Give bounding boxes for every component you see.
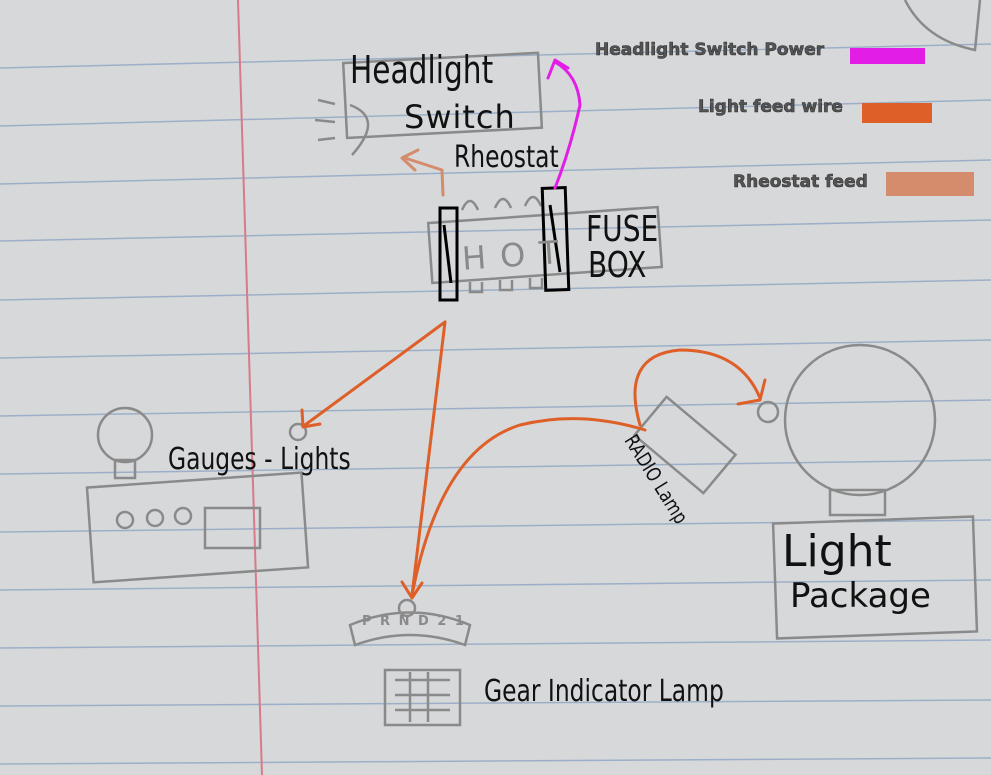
legend-swatch-light-feed-wire bbox=[862, 103, 932, 123]
pencil-sketch bbox=[85, 0, 982, 727]
legend-label-headlight-switch-power: Headlight Switch Power bbox=[595, 40, 825, 61]
fuse-label: FUSE bbox=[586, 209, 659, 250]
legend-label-rheostat-feed: Rheostat feed bbox=[733, 172, 868, 193]
headlight-switch-power-arrow bbox=[546, 58, 570, 80]
gear-selector-sketch-text: P R N D 2 1 bbox=[362, 614, 466, 629]
legend-label-light-feed-wire: Light feed wire bbox=[698, 97, 844, 118]
gauges-arrow bbox=[300, 408, 322, 429]
light-label: Light bbox=[782, 526, 892, 577]
package-label: Package bbox=[790, 576, 931, 616]
legend-swatch-headlight-switch-power bbox=[850, 48, 925, 64]
gear-arrow bbox=[400, 580, 424, 600]
rheostat-feed-arrow bbox=[400, 148, 420, 172]
wires bbox=[300, 58, 767, 600]
package-arrow bbox=[736, 378, 767, 406]
light-feed-wire-gear bbox=[410, 320, 447, 597]
legend-swatch-rheostat-feed bbox=[886, 172, 974, 196]
rheostat-feed-wire bbox=[403, 156, 445, 197]
rheostat-fuse-icon bbox=[438, 206, 459, 302]
light-feed-wire-radio bbox=[410, 417, 647, 597]
margin-line bbox=[237, 0, 263, 775]
headlight-switch-power-wire bbox=[553, 60, 582, 190]
light-feed-wire-gauges bbox=[303, 320, 447, 427]
box-label: BOX bbox=[588, 245, 647, 286]
switch-label: Switch bbox=[404, 98, 516, 136]
rheostat-label: Rheostat bbox=[454, 140, 559, 175]
fuse-box-hot-sketch-text: HOT bbox=[460, 232, 574, 278]
light-feed-wire-package bbox=[633, 348, 762, 427]
headlight-label: Headlight bbox=[350, 48, 494, 92]
gear-indicator-label: Gear Indicator Lamp bbox=[484, 674, 724, 709]
ruled-lines bbox=[0, 43, 991, 765]
gauges-lights-label: Gauges - Lights bbox=[168, 442, 351, 477]
